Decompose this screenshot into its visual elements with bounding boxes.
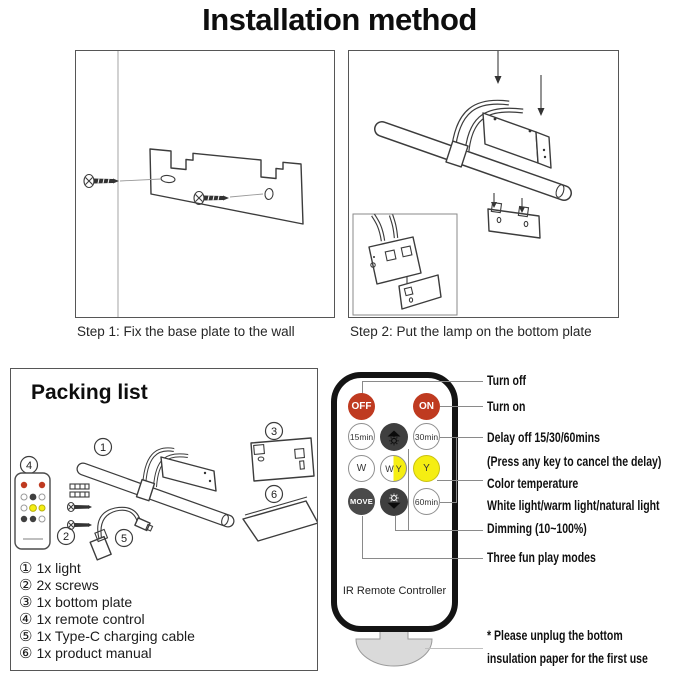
step1-panel	[75, 50, 335, 318]
off-button: OFF	[348, 393, 375, 420]
connector-line	[456, 437, 457, 503]
packing-panel: Packing list 1 2 3 4 5	[10, 368, 318, 671]
annotation-turn-off: Turn off	[487, 373, 526, 388]
callout-6: 6	[264, 484, 284, 504]
connector-line	[440, 437, 483, 438]
connector-line	[425, 648, 483, 649]
connector-line	[437, 480, 483, 481]
step2-illustration	[352, 51, 572, 316]
svg-text:1: 1	[100, 442, 106, 454]
screw-drawing	[83, 173, 162, 189]
annotation-color-temp: Color temperature	[487, 476, 579, 491]
connector-line	[408, 449, 409, 530]
warm-light-button: Y	[413, 455, 440, 482]
annotation-delay-sub: (Press any key to cancel the delay)	[487, 454, 662, 469]
screw-drawing	[193, 190, 264, 206]
callout-5: 5	[114, 528, 134, 548]
callout-2: 2	[56, 526, 76, 546]
connector-line	[440, 502, 457, 503]
connector-line	[362, 381, 483, 382]
lamp-drawing	[374, 99, 572, 201]
step2-caption: Step 2: Put the lamp on the bottom plate	[350, 324, 592, 339]
base-plate-drawing	[149, 148, 304, 225]
annotation-turn-on: Turn on	[487, 399, 526, 414]
step2-panel	[348, 50, 619, 318]
move-mode-button: MOVE	[348, 488, 375, 515]
insulation-paper-tab	[355, 630, 433, 667]
screws-drawing-small	[66, 483, 92, 531]
annotation-modes: Three fun play modes	[487, 550, 596, 565]
packing-illustration: 1 2 3 4 5 6	[14, 421, 317, 561]
brightness-down-icon	[387, 493, 401, 509]
on-button: ON	[413, 393, 440, 420]
mini-remote-drawing	[14, 472, 51, 550]
page-title: Installation method	[202, 2, 477, 37]
connector-line	[362, 516, 363, 558]
connector-line	[395, 516, 396, 531]
annotation-delay: Delay off 15/30/60mins	[487, 430, 600, 445]
connector-line	[395, 530, 483, 531]
annotation-dimming: Dimming (10~100%)	[487, 521, 587, 536]
callout-1: 1	[93, 437, 113, 457]
svg-text:4: 4	[26, 460, 32, 472]
annotation-color-temp-sub: White light/warm light/natural light	[487, 498, 660, 513]
connector-line	[440, 406, 483, 407]
cable-drawing	[89, 506, 154, 561]
step1-caption: Step 1: Fix the base plate to the wall	[77, 324, 295, 339]
brightness-up-button	[380, 423, 408, 451]
inset-detail	[352, 213, 458, 316]
connector-line	[362, 381, 363, 395]
connector-line	[362, 558, 483, 559]
manual-drawing	[242, 496, 317, 542]
bottom-plate-drawing	[487, 193, 541, 239]
packing-title: Packing list	[31, 381, 148, 404]
note-line-2: insulation paper for the first use	[487, 651, 648, 666]
down-arrow-icon	[494, 51, 545, 116]
svg-text:2: 2	[63, 531, 69, 543]
brightness-down-button	[380, 488, 408, 516]
remote-title: IR Remote Controller	[342, 585, 447, 597]
delay-30min-button: 30min	[413, 423, 440, 450]
callout-4: 4	[19, 455, 39, 475]
svg-text:5: 5	[121, 533, 127, 545]
delay-15min-button: 15min	[348, 423, 375, 450]
delay-60min-button: 60min	[413, 488, 440, 515]
lamp-drawing-small	[76, 447, 235, 528]
brightness-up-icon	[387, 430, 401, 446]
white-light-button: W	[348, 455, 375, 482]
callout-3: 3	[264, 421, 284, 441]
note-line-1: * Please unplug the bottom	[487, 628, 623, 643]
svg-text:3: 3	[271, 426, 277, 438]
step1-illustration	[83, 51, 304, 317]
svg-text:6: 6	[271, 489, 277, 501]
bottom-plate-drawing-small	[250, 437, 315, 482]
